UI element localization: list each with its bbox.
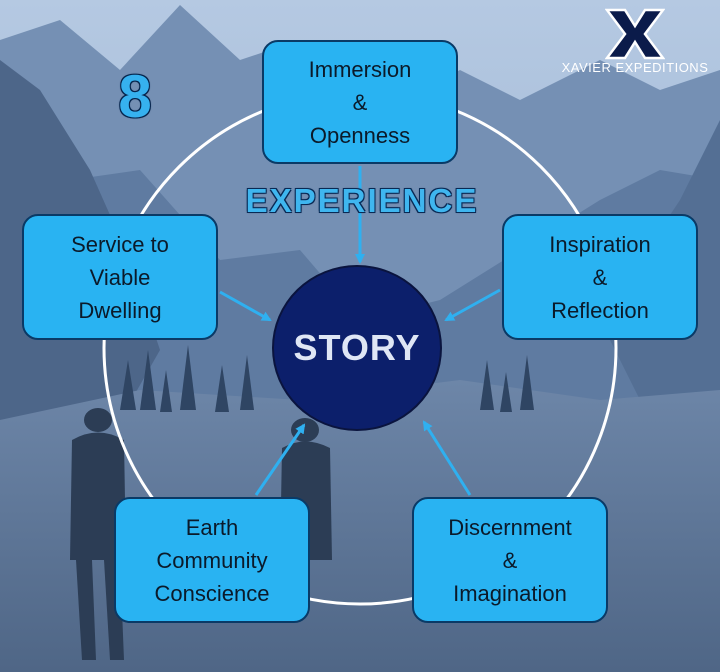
node-label: Immersion & Openness — [309, 53, 412, 152]
node-earth-community-conscience: Earth Community Conscience — [114, 497, 310, 623]
logo-text: XAVIER EXPEDITIONS — [560, 60, 710, 75]
node-label: Service to Viable Dwelling — [71, 228, 169, 327]
node-immersion-openness: Immersion & Openness — [262, 40, 458, 164]
node-label: Discernment & Imagination — [448, 511, 571, 610]
node-label: Earth Community Conscience — [155, 511, 270, 610]
slide-number: 8 — [108, 62, 162, 131]
node-discernment-imagination: Discernment & Imagination — [412, 497, 608, 623]
node-label: Inspiration & Reflection — [549, 228, 651, 327]
story-center: STORY — [272, 265, 442, 431]
experience-heading: EXPERIENCE — [244, 182, 480, 220]
node-service-viable-dwelling: Service to Viable Dwelling — [22, 214, 218, 340]
node-inspiration-reflection: Inspiration & Reflection — [502, 214, 698, 340]
x-logo-icon — [605, 8, 665, 60]
xavier-logo: XAVIER EXPEDITIONS — [560, 8, 710, 75]
story-label: STORY — [293, 327, 420, 369]
